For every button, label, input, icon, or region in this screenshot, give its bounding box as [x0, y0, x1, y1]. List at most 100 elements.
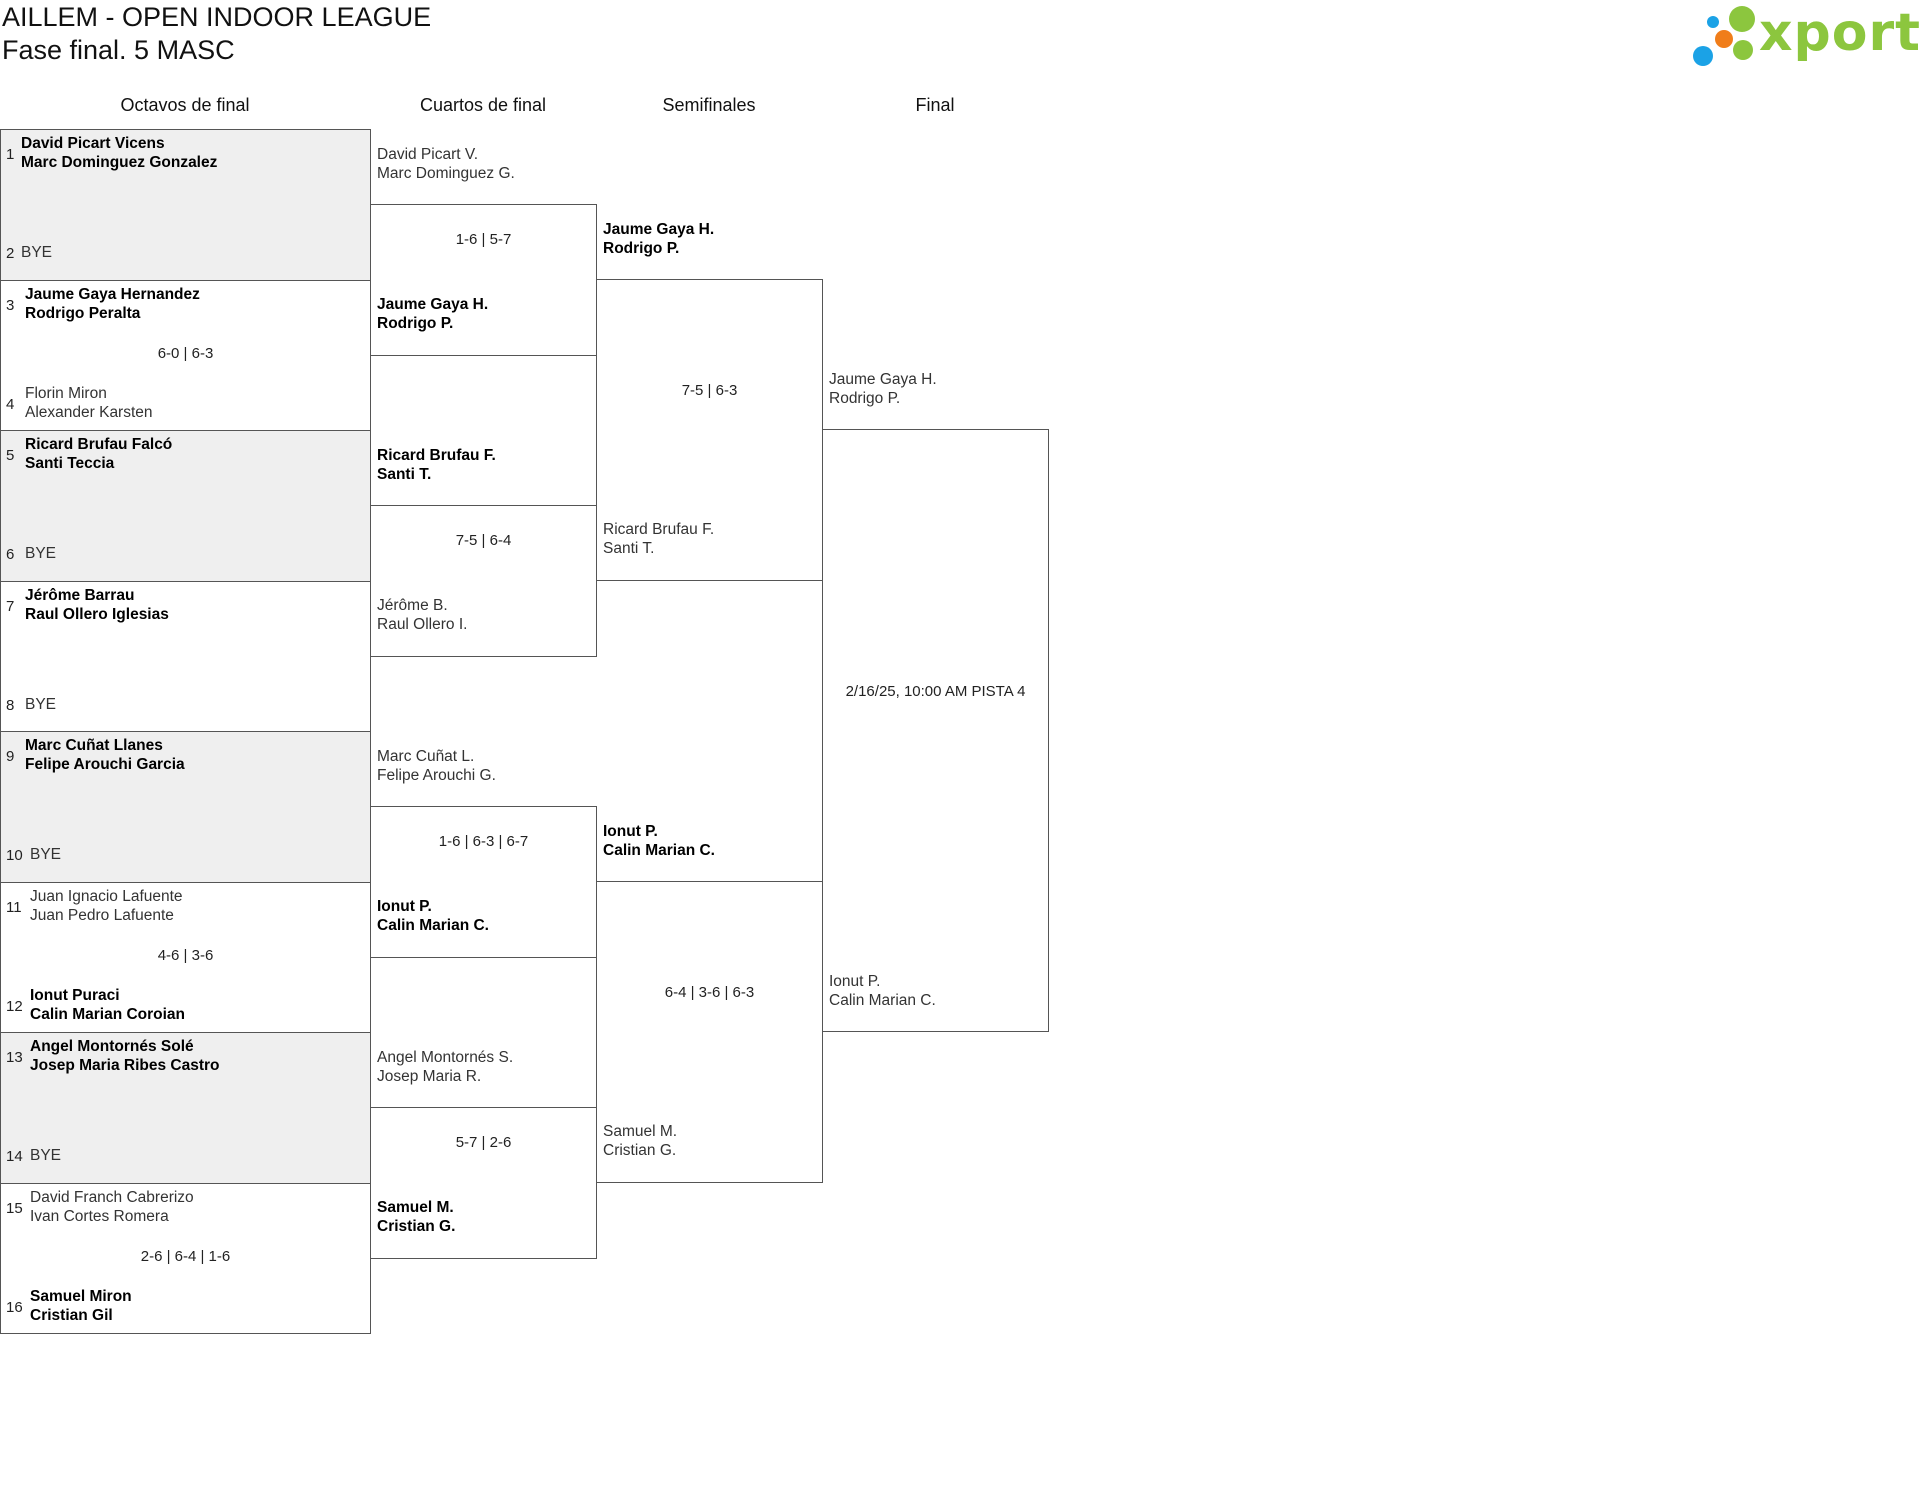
sf-team-top: Jaume Gaya H. Rodrigo P.	[603, 220, 714, 258]
sf-team-top-line2: Rodrigo P.	[603, 240, 680, 257]
r16-team-top-line2: Felipe Arouchi Garcia	[25, 756, 185, 773]
r16-team-bottom: BYE	[25, 695, 56, 714]
r16-team-top-line1: Juan Ignacio Lafuente	[30, 887, 183, 905]
sf-team-top: Ionut P.Calin Marian C.	[603, 822, 715, 860]
seed-number: 8	[6, 696, 15, 714]
r16-match-cell	[0, 430, 371, 582]
seed-number: 9	[6, 748, 15, 765]
r16-team-bottom-line1: BYE	[30, 1147, 62, 1164]
match-score: 5-7 | 2-6	[455, 1134, 512, 1151]
final-team-top-line2: Rodrigo P.	[829, 390, 901, 407]
qf-team-bottom: Jaume Gaya H.Rodrigo P.	[377, 295, 488, 333]
qf-team-top: Angel Montornés S.Josep Maria R.	[377, 1048, 513, 1086]
r16-team-bottom-line1: BYE	[25, 545, 57, 562]
seed-number: 15	[6, 1199, 23, 1217]
qf-team-top: David Picart V. Marc Dominguez G.	[377, 145, 515, 183]
r16-team-bottom-line2: Alexander Karsten	[25, 403, 153, 421]
qf-team-top-line1: David Picart V.	[377, 146, 479, 163]
r16-team-top-line1: Jaume Gaya Hernandez	[25, 285, 200, 303]
r16-team-top-line1: Jérôme Barrau	[25, 586, 135, 604]
match-score: 6-0 | 6-3	[157, 344, 214, 362]
qf-team-top-line2: Santi T.	[377, 466, 432, 483]
logo-wordmark: xporty	[1759, 3, 1920, 63]
qf-team-bottom-line1: Jérôme B.	[377, 597, 448, 614]
logo-dot-green	[1729, 6, 1755, 32]
r16-match-cell	[0, 731, 371, 883]
match-score: 6-4 | 3-6 | 6-3	[664, 984, 755, 1001]
sf-team-bottom: Ricard Brufau F. Santi T.	[603, 520, 714, 558]
match-score: 1-6 | 6-3 | 6-7	[438, 833, 529, 850]
r16-team-bottom-line1: BYE	[30, 846, 62, 863]
tournament-title: AILLEM - OPEN INDOOR LEAGUE	[2, 2, 432, 32]
match-score: 7-5 | 6-4	[455, 532, 512, 549]
qf-team-top-line1: Marc Cuñat L.	[377, 748, 475, 765]
r16-team-bottom-line1: Florin Miron	[25, 384, 107, 402]
final-match-cell	[822, 429, 1049, 1032]
qf-team-top: Marc Cuñat L. Felipe Arouchi G.	[377, 747, 496, 785]
sf-team-bottom-line2: Cristian G.	[603, 1142, 677, 1159]
qf-team-bottom: Samuel M.Cristian G.	[377, 1198, 455, 1236]
qf-team-bottom: Jérôme B. Raul Ollero I.	[377, 596, 467, 634]
phase-subtitle: Fase final. 5 MASC	[2, 35, 235, 65]
seed-number: 5	[6, 447, 15, 464]
xporty-logo: xporty	[1693, 2, 1920, 74]
final-team-bottom-line1: Ionut P.	[829, 973, 881, 990]
seed-number: 3	[6, 296, 15, 314]
sf-team-bottom-line2: Santi T.	[603, 540, 655, 557]
sf-team-bottom: Samuel M. Cristian G.	[603, 1122, 677, 1160]
qf-team-top-line2: Marc Dominguez G.	[377, 165, 515, 182]
final-team-bottom: Ionut P. Calin Marian C.	[829, 972, 936, 1010]
final-team-top-line1: Jaume Gaya H.	[829, 371, 937, 388]
seed-number: 11	[6, 898, 22, 916]
r16-team-bottom-line1: Ionut Puraci	[30, 986, 120, 1004]
r16-team-bottom-line2: Cristian Gil	[30, 1306, 113, 1324]
seed-number: 2	[6, 245, 15, 262]
r16-team-bottom: BYE	[30, 1146, 61, 1165]
qf-team-bottom-line1: Ionut P.	[377, 898, 432, 915]
qf-team-top-line2: Felipe Arouchi G.	[377, 767, 496, 784]
r16-match-cell	[0, 129, 371, 281]
qf-team-bottom-line2: Raul Ollero I.	[377, 616, 468, 633]
sf-team-bottom-line1: Ricard Brufau F.	[603, 521, 715, 538]
r16-team-bottom-line1: BYE	[25, 695, 57, 713]
seed-number: 10	[6, 847, 23, 864]
qf-team-bottom-line2: Cristian G.	[377, 1218, 456, 1235]
round-header-final: Final	[915, 95, 955, 115]
r16-team-bottom-line1: BYE	[21, 244, 53, 261]
r16-team-top-line2: Juan Pedro Lafuente	[30, 906, 174, 924]
qf-team-top: Ricard Brufau F. Santi T.	[377, 446, 496, 484]
final-team-bottom-line2: Calin Marian C.	[829, 992, 936, 1009]
r16-match-cell	[0, 1032, 371, 1184]
seed-number: 14	[6, 1148, 23, 1165]
r16-team-bottom-line1: Samuel Miron	[30, 1287, 132, 1305]
match-score: 7-5 | 6-3	[681, 382, 738, 399]
round-header-qf: Cuartos de final	[419, 95, 547, 115]
logo-dot-blue	[1693, 46, 1713, 66]
final-team-top: Jaume Gaya H. Rodrigo P.	[829, 370, 937, 408]
match-score: 1-6 | 5-7	[455, 231, 512, 248]
r16-team-top-line2: Ivan Cortes Romera	[30, 1207, 169, 1225]
qf-team-top-line1: Ricard Brufau F.	[377, 447, 496, 464]
sf-team-bottom-line1: Samuel M.	[603, 1123, 678, 1140]
sf-match-cell	[596, 881, 823, 1183]
seed-number: 4	[6, 395, 15, 413]
match-score: 2-6 | 6-4 | 1-6	[140, 1247, 231, 1265]
logo-dot-green-mid	[1733, 40, 1753, 60]
match-score: 4-6 | 3-6	[157, 946, 214, 964]
sf-team-top-line1: Jaume Gaya H.	[603, 221, 715, 238]
seed-number: 12	[6, 997, 23, 1015]
r16-team-top-line2: Marc Dominguez Gonzalez	[21, 154, 218, 171]
r16-team-top-line1: Marc Cuñat Llanes	[25, 737, 163, 754]
r16-team-top-line1: Ricard Brufau Falcó	[25, 436, 173, 453]
sf-team-top-line2: Calin Marian C.	[603, 842, 715, 859]
